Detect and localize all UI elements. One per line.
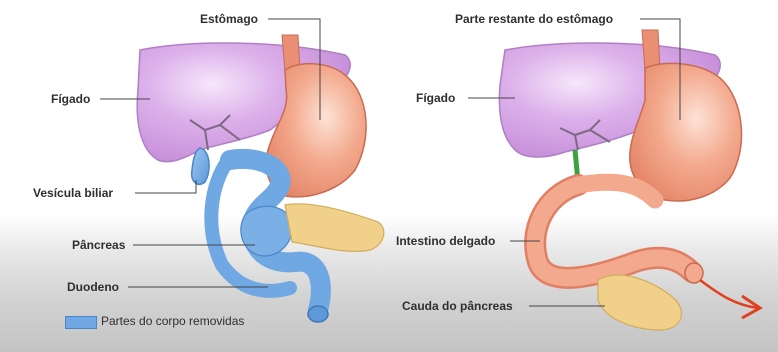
left-pancreas-head-shape — [241, 206, 292, 256]
label-liver-left: Fígado — [51, 92, 90, 106]
legend-removed-parts: Partes do corpo removidas — [101, 314, 244, 328]
left-duodenum-end — [308, 306, 328, 322]
label-small-intestine: Intestino delgado — [396, 234, 495, 248]
label-pancreas: Pâncreas — [72, 238, 125, 252]
right-diagram — [468, 19, 760, 330]
label-remaining-stomach: Parte restante do estômago — [455, 12, 613, 26]
right-arrow-line — [700, 280, 758, 308]
label-liver-right: Fígado — [416, 91, 455, 105]
right-intestine-upper-shape — [578, 182, 655, 200]
label-gallbladder: Vesícula biliar — [33, 186, 113, 200]
legend-swatch-removed — [65, 316, 97, 329]
right-pancreas-tail-shape — [598, 275, 681, 330]
left-diagram — [100, 19, 384, 322]
label-stomach: Estômago — [200, 12, 258, 26]
right-stomach-shape — [630, 63, 742, 201]
left-pancreas-tail-shape — [285, 204, 384, 252]
label-duodenum: Duodeno — [67, 280, 119, 294]
label-pancreas-tail: Cauda do pâncreas — [402, 299, 513, 313]
left-gallbladder-leader — [135, 180, 196, 193]
